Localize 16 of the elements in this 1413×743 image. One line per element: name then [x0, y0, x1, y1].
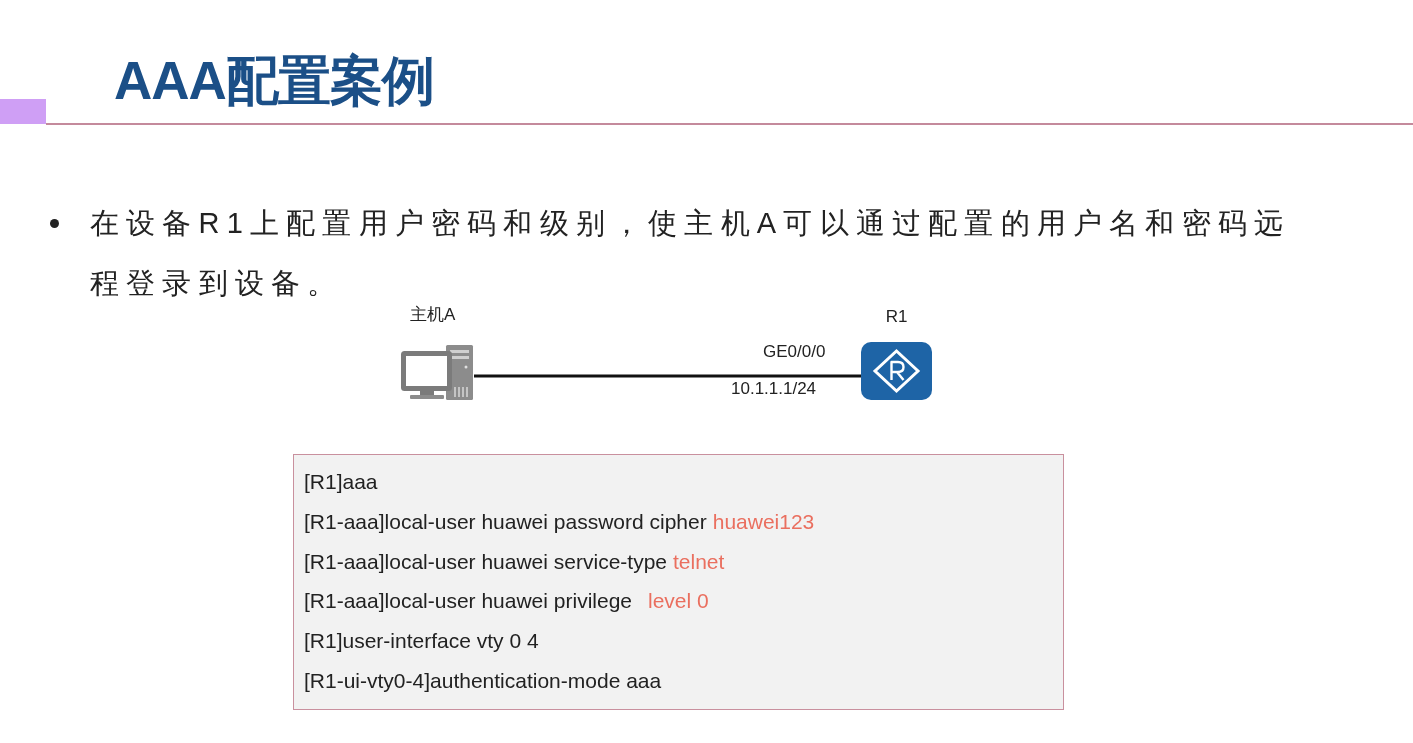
ip-address-label: 10.1.1.1/24 — [731, 378, 817, 400]
command-text: [R1-ui-vty0-4]authentication-mode aaa — [304, 669, 662, 692]
command-text: [R1]user-interface vty 0 4 — [304, 629, 539, 653]
code-box — [293, 454, 1064, 710]
interface-label: GE0/0/0 — [763, 341, 826, 363]
link-line — [474, 374, 861, 378]
argument-text: telnet — [673, 549, 725, 573]
slide-title: AAA配置案例 — [114, 50, 434, 112]
host-label: 主机A — [410, 304, 456, 326]
argument-text: level 0 — [648, 589, 709, 613]
command-text: [R1-aaa]local-user huawei password cipher — [304, 509, 707, 533]
router-label: R1 — [884, 306, 909, 328]
command-text: [R1-aaa]local-user huawei privilege — [304, 589, 632, 613]
command-text: [R1]aaa — [304, 470, 378, 493]
command-text: [R1-aaa]local-user huawei service-type — [304, 549, 667, 573]
argument-text: huawei123 — [712, 509, 815, 533]
